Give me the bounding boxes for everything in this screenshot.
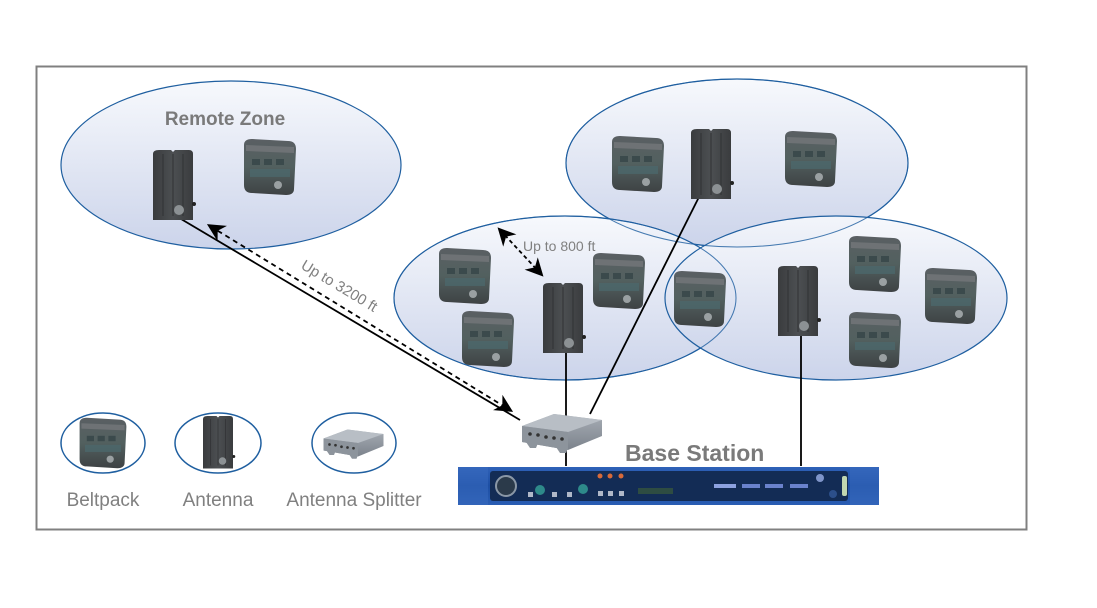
beltpack-icon — [244, 139, 296, 195]
zone-radius-label: Up to 800 ft — [523, 238, 595, 254]
beltpack-icon — [925, 268, 977, 324]
legend-label-beltpack: Beltpack — [67, 490, 140, 511]
beltpack-icon — [674, 271, 726, 327]
beltpack-icon — [462, 311, 514, 367]
antenna-icon — [152, 149, 197, 221]
legend-item-antenna-splitter: Antenna Splitter — [286, 412, 422, 511]
zone-radius-arrow — [497, 227, 544, 277]
base-station-label: Base Station — [625, 440, 764, 466]
beltpack-icon — [612, 136, 664, 192]
diagram-frame — [35, 65, 1028, 531]
beltpack-icon — [785, 131, 837, 187]
antenna-icon — [202, 415, 236, 469]
legend: Beltpack Antenna Antenna Splitter — [60, 412, 422, 511]
beltpack-icon — [79, 417, 127, 469]
beltpack-icon — [849, 236, 901, 292]
remote-zone-label: Remote Zone — [165, 109, 285, 130]
antenna-icon — [777, 265, 822, 337]
right-zone-ellipse — [664, 215, 1008, 381]
legend-label-antenna: Antenna — [183, 490, 254, 511]
remote-distance-arrow — [206, 224, 514, 412]
antenna-icon — [542, 282, 587, 354]
legend-item-antenna: Antenna — [174, 412, 262, 511]
legend-label-antenna-splitter: Antenna Splitter — [286, 490, 422, 511]
beltpack-icon — [593, 253, 645, 309]
top-zone-outline — [565, 78, 909, 248]
remote-zone-ellipse — [60, 80, 402, 250]
antenna-icon — [690, 128, 735, 200]
base-station-icon — [458, 467, 879, 505]
beltpack-icon — [849, 312, 901, 368]
legend-item-beltpack: Beltpack — [60, 412, 146, 511]
beltpack-icon — [439, 248, 491, 304]
antenna-splitter-icon — [522, 414, 602, 453]
remote-distance-label: Up to 3200 ft — [298, 257, 381, 316]
top-antenna-cable — [589, 192, 702, 415]
